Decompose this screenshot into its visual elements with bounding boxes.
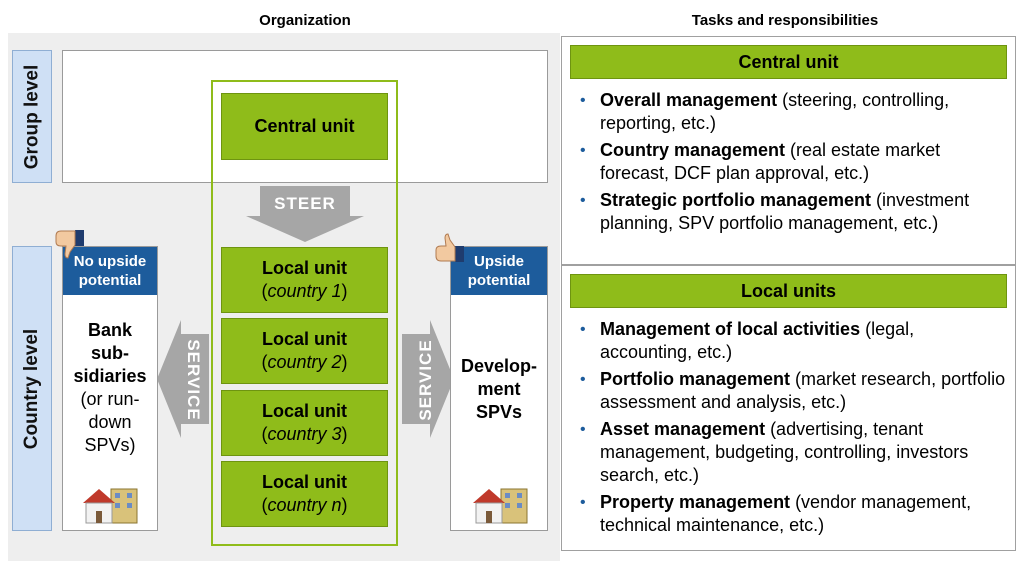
thumbs-up-icon	[435, 233, 464, 262]
houses-icon	[473, 488, 528, 524]
task-item: Overall management (steering, controllin…	[570, 89, 1007, 135]
task-item: Asset management (advertising, tenant ma…	[570, 418, 1007, 487]
local-unit-country: (country 3)	[261, 424, 348, 444]
tasks-header: Tasks and responsibilities	[691, 12, 879, 29]
local-unit-country: (country n)	[261, 495, 348, 515]
bank-subsidiaries-box: No upside potential Bank sub- sidiaries …	[62, 246, 158, 531]
central-unit-task-list: Overall management (steering, controllin…	[570, 89, 1007, 235]
local-unit-country: (country 1)	[261, 281, 348, 301]
task-item: Portfolio management (market research, p…	[570, 368, 1007, 414]
local-unit-2: Local unit (country 2)	[221, 318, 388, 384]
task-item: Property management (vendor management, …	[570, 491, 1007, 537]
local-unit-1: Local unit (country 1)	[221, 247, 388, 313]
central-column-outline	[211, 80, 398, 546]
local-unit-country: (country 2)	[261, 352, 348, 372]
group-level-text: Group level	[21, 64, 42, 169]
central-unit-panel-header: Central unit	[570, 45, 1007, 79]
organization-header: Organization	[259, 12, 351, 29]
service-right-arrow	[402, 320, 454, 438]
central-unit-box: Central unit	[221, 93, 388, 160]
group-level-label: Group level	[12, 50, 52, 183]
steer-label: STEER	[274, 194, 336, 213]
task-item: Strategic portfolio management (investme…	[570, 189, 1007, 235]
local-unit-n: Local unit (country n)	[221, 461, 388, 527]
upside-header: Upside potential	[451, 247, 547, 295]
local-units-task-list: Management of local activities (legal, a…	[570, 318, 1007, 537]
central-unit-label: Central unit	[254, 116, 355, 136]
task-item: Management of local activities (legal, a…	[570, 318, 1007, 364]
local-unit-3: Local unit (country 3)	[221, 390, 388, 456]
local-units-panel: Local units Management of local activiti…	[561, 265, 1016, 551]
service-left-label: SERVICE	[184, 339, 203, 421]
no-upside-header: No upside potential	[63, 247, 157, 295]
central-unit-panel: Central unit Overall management (steerin…	[561, 36, 1016, 265]
local-unit-title: Local unit	[262, 329, 347, 349]
development-spvs-text: Develop- ment SPVs	[460, 356, 538, 422]
service-right-label: SERVICE	[416, 339, 435, 421]
service-left-arrow	[157, 320, 209, 438]
local-unit-title: Local unit	[262, 472, 347, 492]
steer-arrow	[246, 186, 364, 242]
development-spvs-box: Upside potential Develop- ment SPVs	[450, 246, 548, 531]
local-unit-title: Local unit	[262, 401, 347, 421]
bank-subsidiaries-text: Bank sub- sidiaries (or run- down SPVs)	[73, 320, 147, 455]
local-unit-title: Local unit	[262, 258, 347, 278]
country-level-label: Country level	[12, 246, 52, 531]
local-units-panel-header: Local units	[570, 274, 1007, 308]
country-level-text: Country level	[21, 328, 42, 449]
thumbs-down-icon	[55, 230, 84, 259]
houses-icon	[83, 488, 138, 524]
task-item: Country management (real estate market f…	[570, 139, 1007, 185]
